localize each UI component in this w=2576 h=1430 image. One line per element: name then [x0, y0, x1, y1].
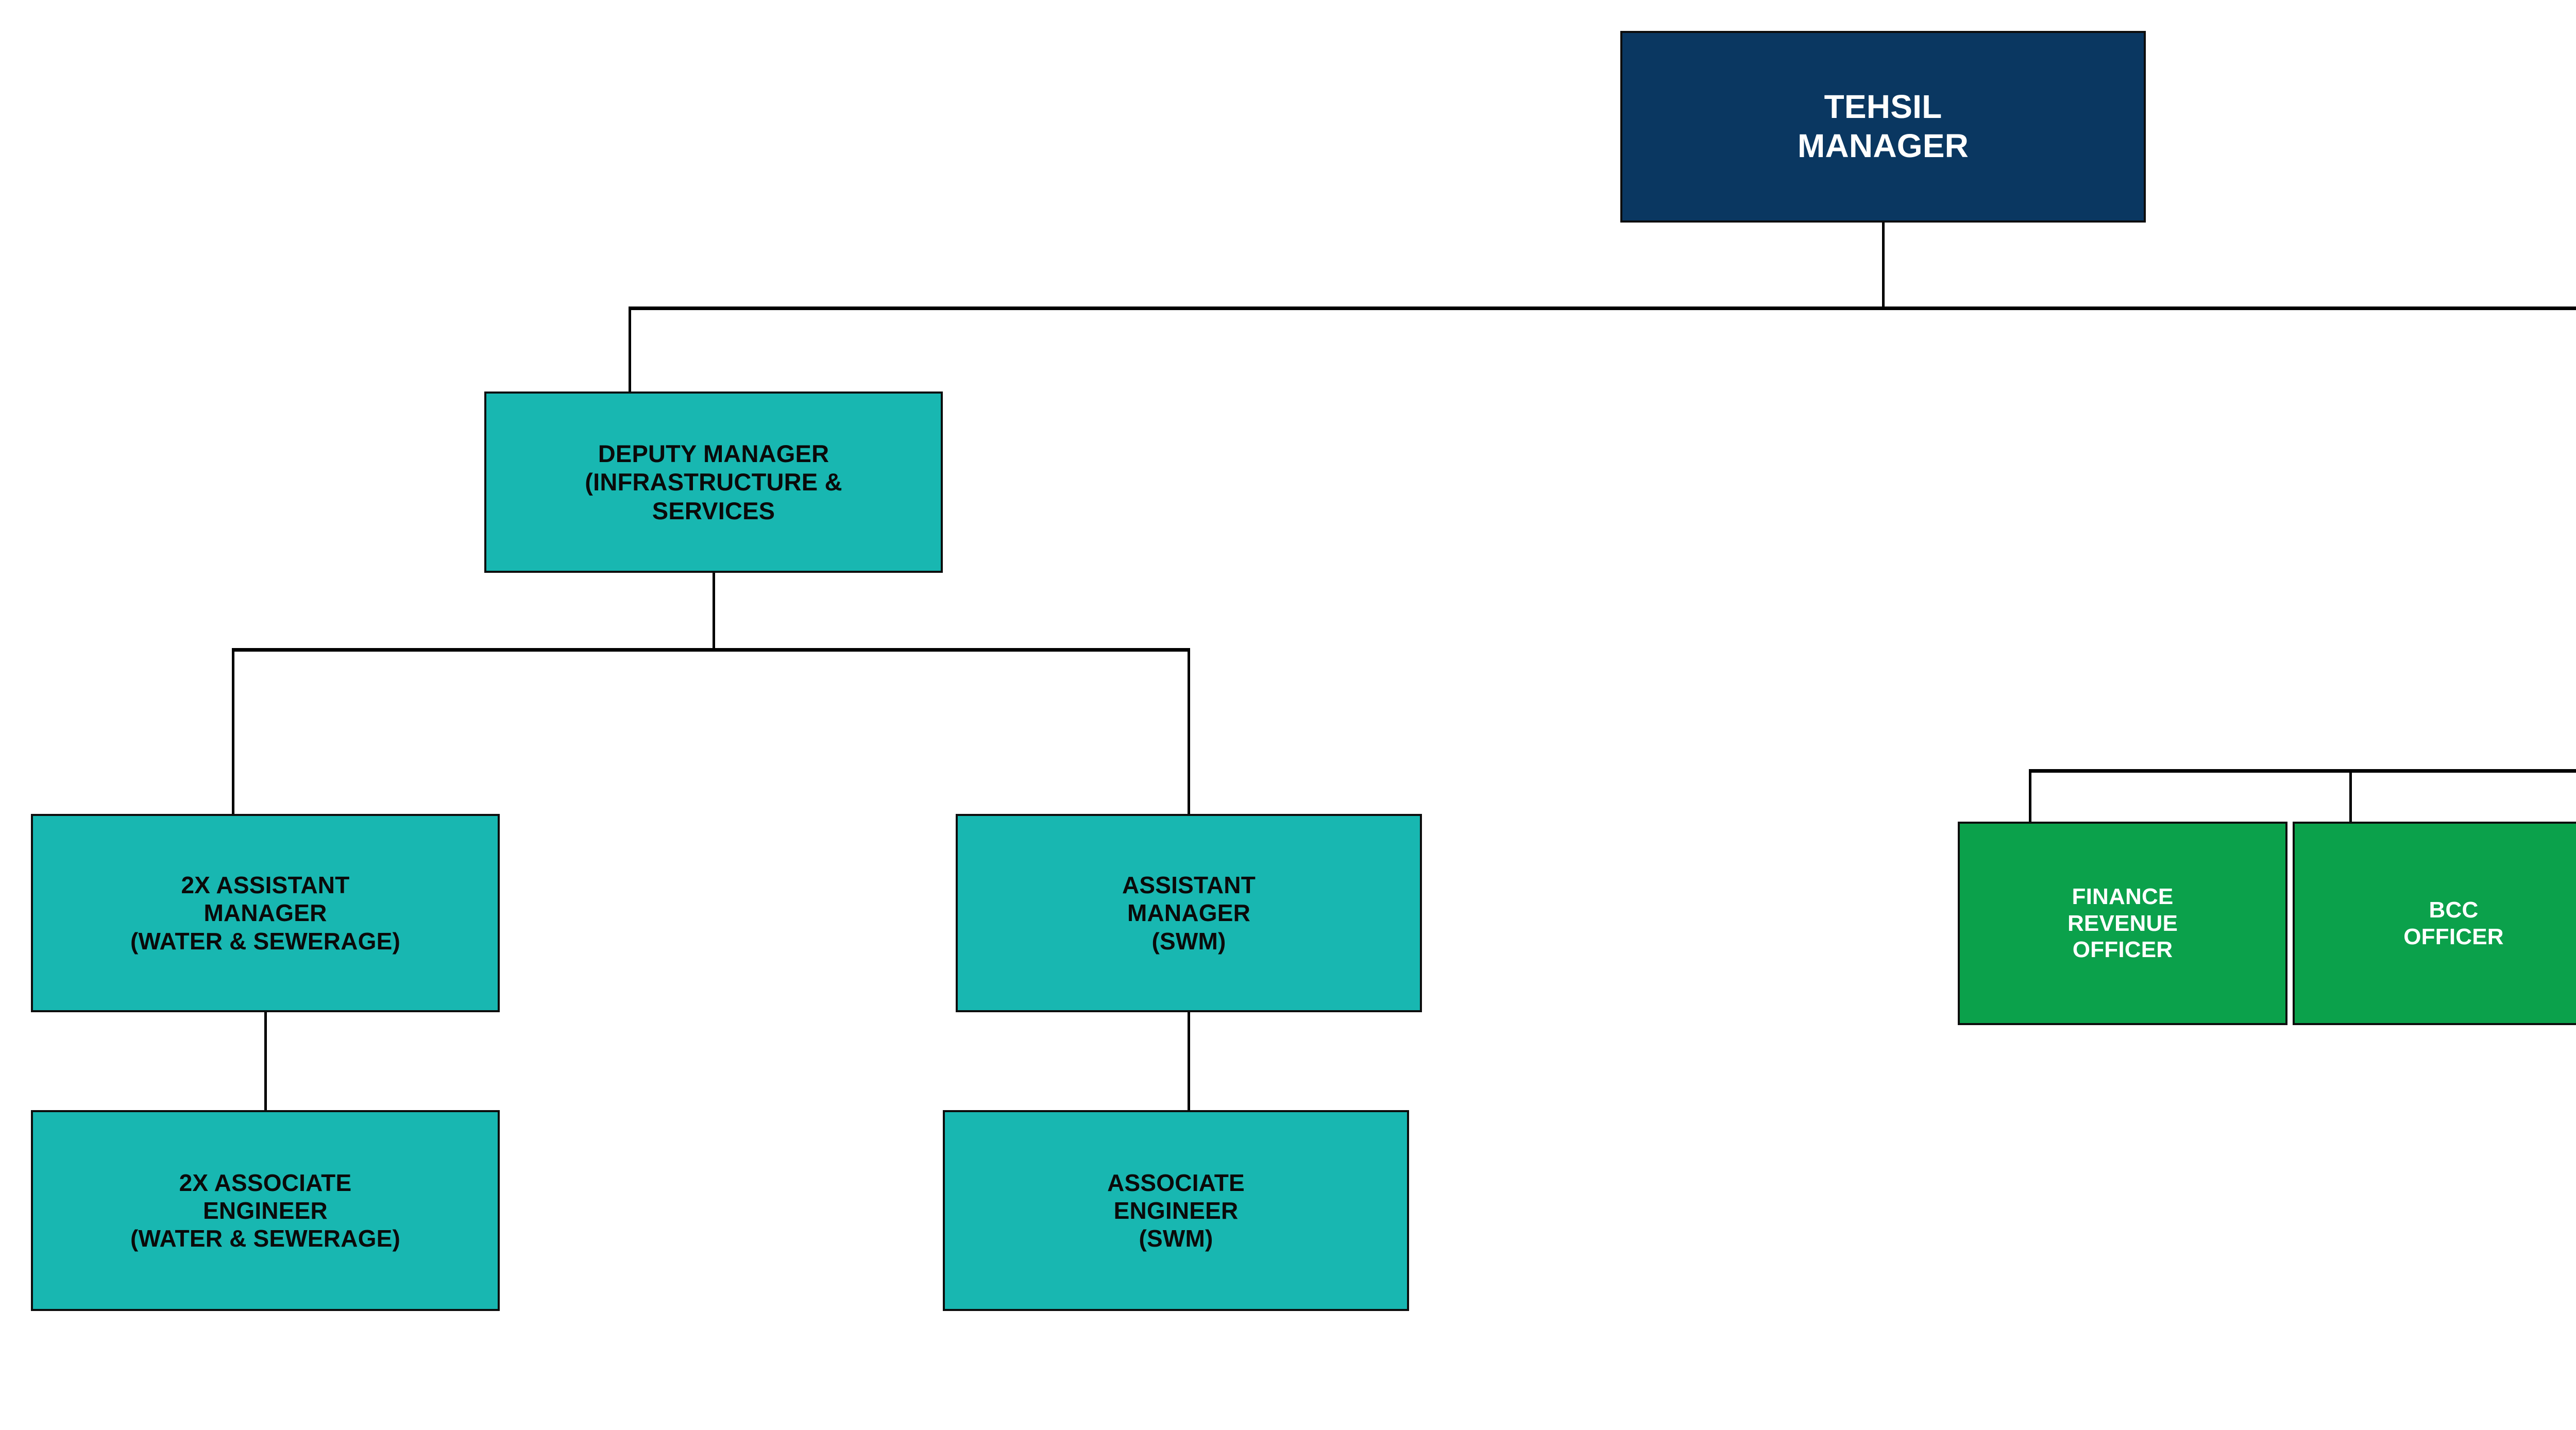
node-deputy-manager-infrastructure[interactable]: DEPUTY MANAGER (INFRASTRUCTURE & SERVICE…: [484, 391, 943, 573]
connector-root-to-infrastructure: [629, 307, 631, 393]
connector-root-stem: [1882, 222, 1885, 308]
node-finance-revenue-officer[interactable]: FINANCE REVENUE OFFICER: [1958, 822, 2287, 1025]
connector-am-swm-to-ae-swm: [1188, 1011, 1190, 1112]
connector-social-bus: [2029, 769, 2576, 773]
node-associate-engineer-swm[interactable]: ASSOCIATE ENGINEER (SWM): [943, 1110, 1409, 1311]
node-assistant-manager-swm[interactable]: ASSISTANT MANAGER (SWM): [956, 814, 1422, 1012]
node-assistant-manager-water-sewerage[interactable]: 2X ASSISTANT MANAGER (WATER & SEWERAGE): [31, 814, 500, 1012]
connector-root-bus: [629, 307, 2576, 310]
connector-infrastructure-to-am-water: [232, 648, 234, 815]
connector-infrastructure-to-am-swm: [1188, 648, 1190, 815]
node-bcc-officer[interactable]: BCC OFFICER: [2293, 822, 2576, 1025]
connector-am-water-to-ae-water: [264, 1011, 267, 1112]
connector-infrastructure-bus: [232, 648, 1190, 652]
connector-social-to-finance: [2029, 769, 2031, 823]
node-associate-engineer-water-sewerage[interactable]: 2X ASSOCIATE ENGINEER (WATER & SEWERAGE): [31, 1110, 500, 1311]
connector-infrastructure-stem: [713, 572, 715, 652]
connector-social-to-bcc: [2349, 769, 2352, 823]
node-tehsil-manager[interactable]: TEHSIL MANAGER: [1620, 31, 2146, 223]
